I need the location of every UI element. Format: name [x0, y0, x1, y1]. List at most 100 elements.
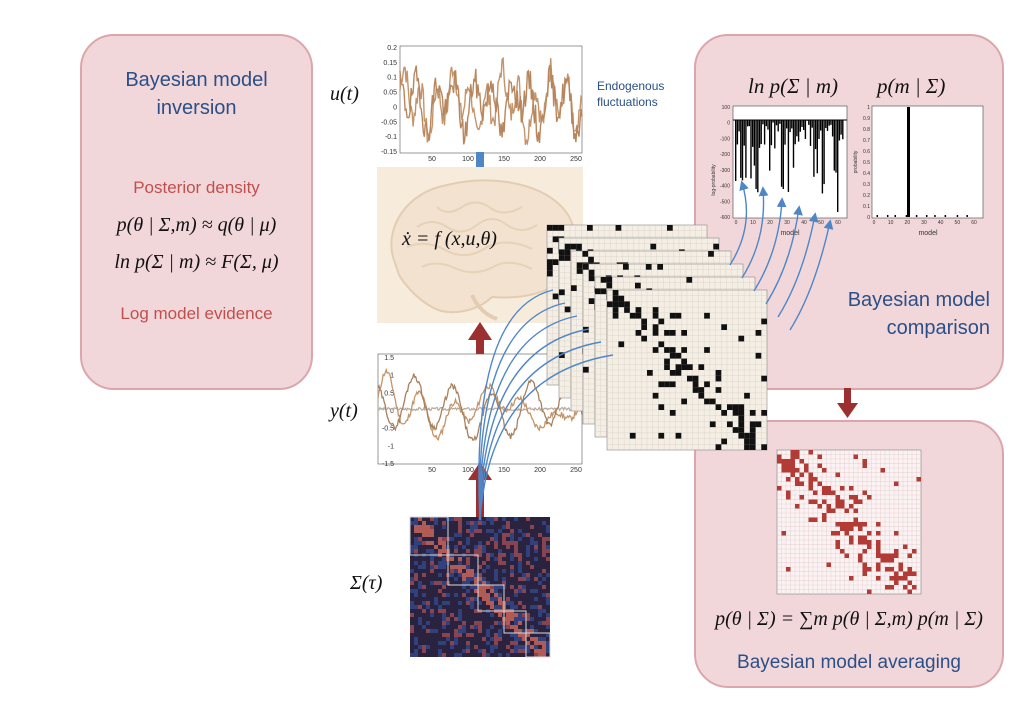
log-evidence-bar: [735, 120, 737, 181]
matrix-cell: [606, 282, 613, 289]
log-evidence-bar: [753, 120, 756, 166]
u-ytick: -0.15: [381, 149, 397, 156]
matrix-cell: [652, 312, 659, 319]
model-matrix-stack: [546, 224, 768, 451]
matrix-cell: [876, 549, 881, 554]
matrix-cell: [858, 522, 863, 527]
sigma-cell: [510, 633, 514, 637]
matrix-cell: [786, 463, 791, 468]
matrix-cell: [612, 307, 619, 313]
matrix-cell: [652, 392, 659, 399]
matrix-cell: [880, 558, 885, 563]
sigma-cell: [542, 569, 546, 573]
log-evidence-bar: [821, 120, 824, 194]
sigma-cell: [514, 645, 518, 649]
sigma-cell: [534, 549, 538, 553]
sigma-cell: [474, 545, 478, 549]
sigma-cell: [542, 545, 546, 549]
matrix-cell: [681, 330, 687, 336]
log-evidence-bar: [769, 120, 771, 171]
sigma-cell: [490, 597, 494, 601]
matrix-cell: [667, 225, 673, 231]
sigma-cell: [454, 641, 458, 645]
sigma-cell: [430, 533, 434, 537]
matrix-cell: [686, 277, 693, 283]
log-evidence-bar: [813, 120, 815, 177]
matrix-cell: [894, 481, 899, 486]
log-evidence-bar: [806, 120, 808, 121]
sigma-cell: [502, 537, 506, 541]
data-to-model-curve: [478, 289, 554, 521]
sigma-cell: [542, 621, 546, 625]
matrix-cell: [547, 247, 553, 254]
sigma-cell: [526, 649, 530, 653]
matrix-cell: [853, 454, 858, 459]
sigma-cell: [530, 629, 534, 633]
sigma-cell: [474, 597, 478, 601]
matrix-cell: [876, 540, 881, 545]
sigma-cell: [462, 621, 466, 625]
sigma-cell: [430, 581, 434, 585]
sigma-cell: [494, 621, 498, 625]
sigma-cell: [494, 545, 498, 549]
matrix-cell: [727, 421, 733, 428]
sigma-cell: [454, 629, 458, 633]
log-evidence-xtick: 0: [735, 220, 738, 226]
posterior-equation: p(θ | Σ,m) ≈ q(θ | μ): [116, 214, 277, 236]
sigma-cell: [514, 621, 518, 625]
log-evidence-bar: [823, 120, 825, 185]
log-evidence-bar: [740, 120, 742, 178]
matrix-cell: [867, 544, 872, 549]
log-evidence-bar: [831, 120, 834, 137]
sigma-cell: [526, 633, 530, 637]
matrix-cell: [687, 364, 693, 370]
sigma-cell: [418, 581, 422, 585]
matrix-cell: [808, 477, 813, 482]
matrix-cell: [658, 432, 665, 439]
matrix-cell: [635, 282, 641, 289]
matrix-cell: [618, 295, 625, 302]
sigma-cell: [430, 613, 434, 617]
data-to-model-curve: [479, 328, 590, 521]
sigma-cell: [418, 645, 422, 649]
evidence-arrow: [741, 186, 769, 279]
log-evidence-bar: [792, 120, 795, 168]
matrix-cell: [588, 269, 595, 276]
sigma-cell: [498, 601, 502, 605]
sigma-cell: [442, 625, 446, 629]
sigma-cell: [510, 557, 514, 561]
sigma-cell: [438, 537, 442, 541]
sigma-cell: [522, 633, 526, 637]
sigma-cell: [410, 521, 414, 525]
sigma-cell: [526, 577, 530, 581]
model-posterior-ytick: 0.7: [863, 138, 870, 144]
matrix-cell: [704, 312, 710, 319]
matrix-cell: [822, 486, 827, 491]
matrix-cell: [889, 558, 894, 563]
sigma-cell: [546, 593, 550, 597]
matrix-cell: [808, 486, 813, 491]
sigma-cell: [466, 573, 470, 577]
u-ytick: -0.1: [385, 134, 397, 141]
sigma-cell: [542, 653, 546, 657]
matrix-cell: [907, 567, 912, 572]
sigma-cell: [454, 545, 458, 549]
sigma-cell: [474, 645, 478, 649]
sigma-cell: [534, 589, 538, 593]
model-inversion-panel: Bayesian model inversion Posterior densi…: [80, 34, 313, 390]
sigma-cell: [494, 597, 498, 601]
matrix-cell: [669, 312, 676, 319]
matrix-cell: [844, 522, 849, 527]
matrix-cell: [612, 312, 619, 319]
sigma-cell: [458, 613, 462, 617]
sigma-cell: [518, 649, 522, 653]
sigma-cell: [482, 577, 486, 581]
matrix-cell: [781, 463, 786, 468]
sigma-cell: [414, 605, 418, 609]
sigma-cell: [494, 569, 498, 573]
sigma-cell: [494, 517, 498, 521]
matrix-cell: [744, 392, 750, 399]
model-posterior-xtick: 40: [938, 220, 944, 226]
sigma-cell: [506, 597, 510, 601]
sigma-cell: [522, 533, 526, 537]
